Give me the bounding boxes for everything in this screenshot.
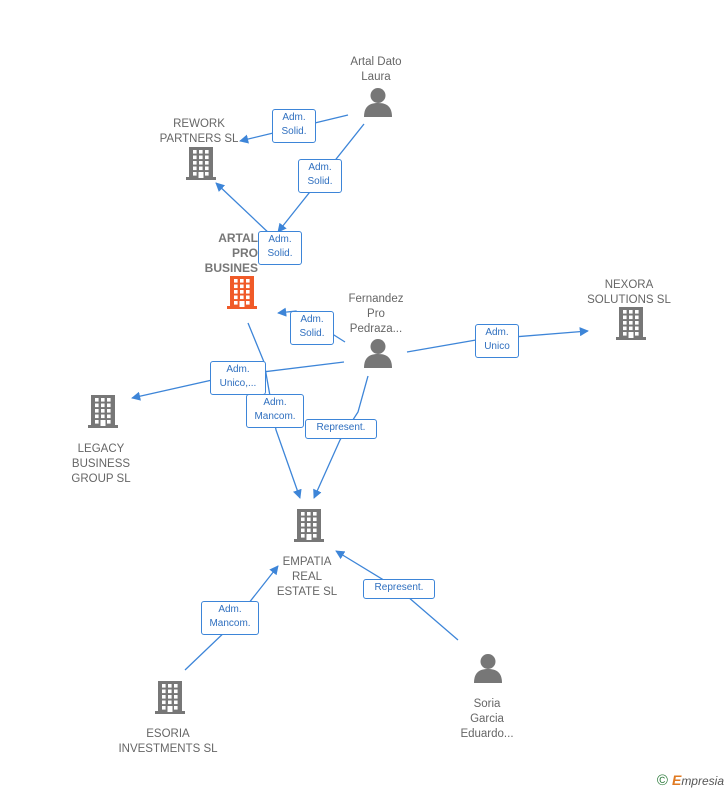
node-label-line: Pro xyxy=(367,308,385,320)
edge-label-line: Adm. xyxy=(226,364,250,375)
edge-label-line: Adm. xyxy=(485,327,509,338)
edge-label-line: Solid. xyxy=(267,248,293,259)
node-label-rework[interactable]: REWORK PARTNERS SL xyxy=(119,117,279,147)
node-label-line: BUSINESS xyxy=(71,458,131,470)
node-label-esoria[interactable]: ESORIA INVESTMENTS SL xyxy=(88,727,248,757)
edge-label-line: Solid. xyxy=(299,328,325,339)
edge-label-artal_dato-rework[interactable]: Adm. Solid. xyxy=(272,109,316,143)
edge-line-fernandez-rework xyxy=(215,182,273,237)
edge-label-fernandez-nexora[interactable]: Adm. Unico xyxy=(475,324,519,358)
node-label-line: Laura xyxy=(361,71,391,83)
edge-label-fernandez-artal_pro[interactable]: Adm. Solid. xyxy=(290,311,334,345)
building-icon[interactable] xyxy=(294,508,324,547)
building-icon[interactable] xyxy=(227,275,257,314)
node-label-line: PRO xyxy=(231,246,258,260)
empresia-logo: Empresia xyxy=(671,772,724,788)
node-label-line: Eduardo... xyxy=(460,728,514,740)
edge-label-fernandez-legacy[interactable]: Adm. Unico,... xyxy=(210,361,266,395)
node-label-line: LEGACY xyxy=(77,443,125,455)
edge-label-line: Adm. xyxy=(282,112,306,123)
node-label-empatia[interactable]: EMPATIA REAL ESTATE SL xyxy=(227,555,387,600)
person-icon[interactable] xyxy=(473,653,503,688)
node-label-line: ESORIA xyxy=(146,728,190,740)
edge-label-line: Adm. xyxy=(308,162,332,173)
edge-label-line: Unico xyxy=(484,341,510,352)
empresia-footer[interactable]: ©Empresia xyxy=(657,772,724,789)
node-label-line: SOLUTIONS SL xyxy=(587,294,671,306)
node-label-line: ESTATE SL xyxy=(276,586,338,598)
edge-label-line: Solid. xyxy=(281,126,307,137)
building-icon[interactable] xyxy=(88,394,118,433)
node-label-line: EMPATIA xyxy=(282,556,332,568)
node-label-line: Pedraza... xyxy=(349,323,403,335)
edge-label-artal_pro-empatia[interactable]: Adm. Mancom. xyxy=(246,394,304,428)
edge-label-line: Represent. xyxy=(316,422,366,433)
copyright-icon: © xyxy=(656,772,668,789)
node-label-line: GROUP SL xyxy=(71,473,131,485)
edge-label-line: Adm. xyxy=(218,604,242,615)
edge-label-line: Adm. xyxy=(263,397,287,408)
node-label-line: INVESTMENTS SL xyxy=(118,743,218,755)
edge-label-line: Represent. xyxy=(374,582,424,593)
node-label-line: Fernandez xyxy=(348,293,404,305)
edge-label-esoria-empatia[interactable]: Adm. Mancom. xyxy=(201,601,259,635)
edge-label-line: Adm. xyxy=(300,314,324,325)
building-icon[interactable] xyxy=(186,146,216,185)
edge-label-artal_dato-artal_pro[interactable]: Adm. Solid. xyxy=(298,159,342,193)
edge-label-line: Adm. xyxy=(268,234,292,245)
node-label-line: ARTAL xyxy=(218,231,258,245)
node-label-line: Artal Dato xyxy=(350,56,402,68)
person-icon[interactable] xyxy=(363,87,393,122)
edge-label-fernandez-empatia[interactable]: Represent. xyxy=(305,419,377,439)
building-icon[interactable] xyxy=(155,680,185,719)
node-label-line: NEXORA xyxy=(604,279,654,291)
edge-label-line: Solid. xyxy=(307,176,333,187)
edge-label-line: Mancom. xyxy=(254,411,296,422)
edge-label-soria-empatia[interactable]: Represent. xyxy=(363,579,435,599)
building-icon[interactable] xyxy=(616,306,646,345)
edge-label-line: Unico,... xyxy=(219,378,257,389)
node-label-line: REAL xyxy=(291,571,323,583)
node-label-legacy[interactable]: LEGACY BUSINESS GROUP SL xyxy=(21,442,181,487)
node-label-line: REWORK xyxy=(173,118,225,130)
node-label-line: Garcia xyxy=(470,713,504,725)
node-label-line: Soria xyxy=(473,698,501,710)
node-label-line: BUSINES xyxy=(204,261,258,275)
edge-label-line: Mancom. xyxy=(209,618,251,629)
edge-label-fernandez-rework[interactable]: Adm. Solid. xyxy=(258,231,302,265)
person-icon[interactable] xyxy=(363,338,393,373)
node-label-line: PARTNERS SL xyxy=(159,133,239,145)
node-label-nexora[interactable]: NEXORA SOLUTIONS SL xyxy=(549,278,709,308)
